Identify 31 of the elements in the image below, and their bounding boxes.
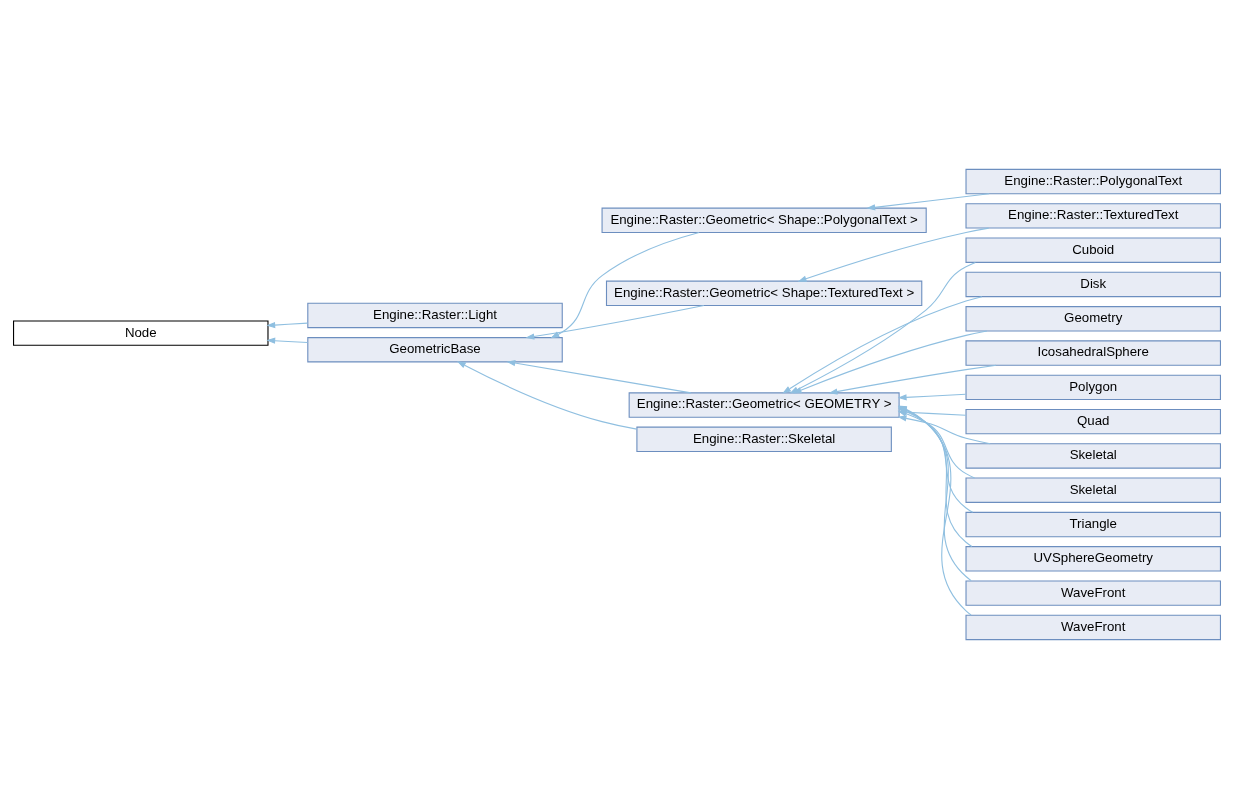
node-box: Polygon <box>965 374 1221 400</box>
arrow <box>456 360 638 430</box>
arrow <box>506 359 692 393</box>
node-box: Disk <box>965 271 1221 297</box>
arrow <box>828 364 997 395</box>
node-box: Quad <box>965 408 1221 434</box>
arrow <box>866 192 990 210</box>
node-box: IcosahedralSphere <box>965 339 1221 366</box>
arrow <box>792 329 988 393</box>
node-box: WaveFront <box>965 614 1221 640</box>
node-box: UVSphereGeometry <box>965 545 1221 572</box>
node-box: Engine::Raster::Light <box>307 302 563 328</box>
node-box: Engine::Raster::Geometric< Shape::TexturedText > <box>605 280 923 306</box>
arrow <box>525 304 705 340</box>
node-box: Geometry <box>965 305 1221 331</box>
node-box: WaveFront <box>965 579 1221 606</box>
node-box: Skeletal <box>965 442 1221 469</box>
node-box: Node <box>13 319 269 346</box>
arrow <box>266 321 309 328</box>
node-box: Cuboid <box>965 236 1221 263</box>
arrow <box>550 231 700 338</box>
node-box: Skeletal <box>965 477 1221 503</box>
node-box: GeometricBase <box>307 336 563 362</box>
node-box: Engine::Raster::Geometric< Shape::PolygonalText > <box>601 207 927 233</box>
arrow <box>897 393 967 400</box>
node-box: Engine::Raster::PolygonalText <box>965 168 1221 194</box>
node-box: Triangle <box>965 511 1221 537</box>
node-box: Engine::Raster::Skeletal <box>636 426 892 452</box>
node-box: Engine::Raster::Geometric< GEOMETRY > <box>628 391 900 418</box>
arrow <box>266 337 309 344</box>
node-box: Engine::Raster::TexturedText <box>965 202 1221 229</box>
